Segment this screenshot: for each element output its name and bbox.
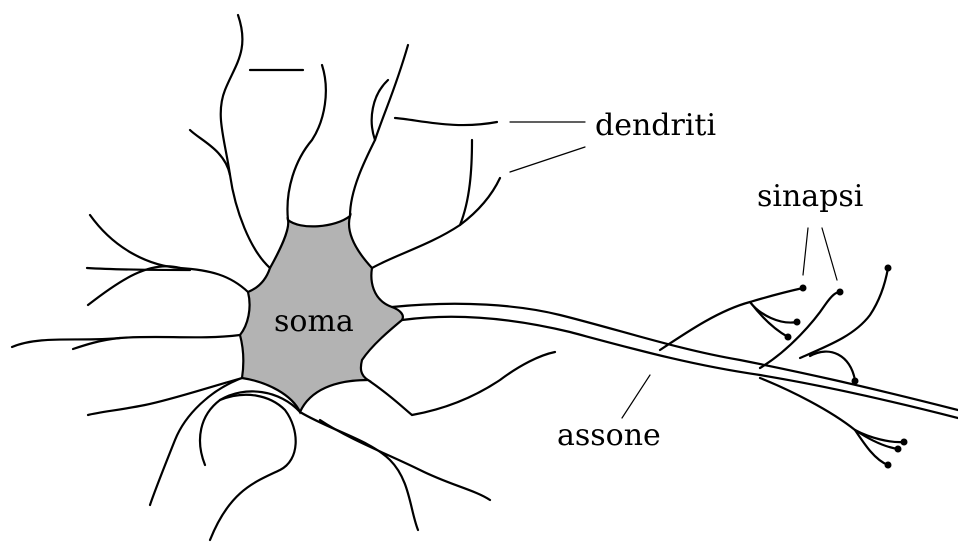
axon-label: assone [557, 418, 661, 453]
synapse-dots [785, 265, 908, 469]
synapses-label: sinapsi [757, 179, 863, 214]
soma-label: soma [274, 304, 354, 339]
axon [392, 304, 958, 418]
leader-lines [510, 122, 837, 418]
axon-terminals [660, 268, 904, 465]
dendrites-label: dendriti [595, 108, 716, 143]
